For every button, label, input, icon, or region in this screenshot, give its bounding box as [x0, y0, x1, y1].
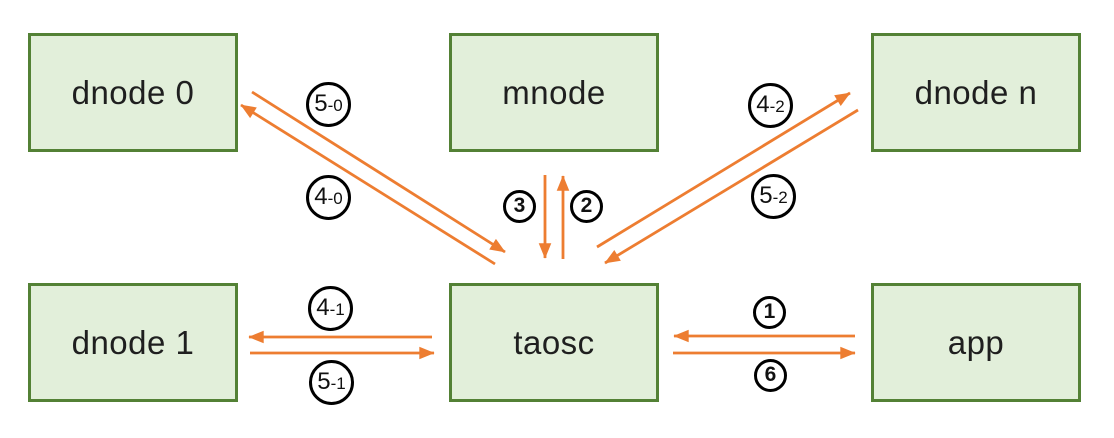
edge-label-sub: -2 [772, 188, 788, 207]
node-taosc: taosc [449, 283, 659, 402]
edge-label-main: 5 [314, 90, 328, 117]
edge-label-sub: -1 [330, 374, 346, 393]
edge-label-main: 1 [763, 300, 776, 323]
edge-label-6: 6 [754, 359, 787, 392]
edge-label-sub: -0 [327, 189, 343, 208]
node-label: mnode [502, 73, 606, 111]
edge-label-main: 5 [759, 182, 773, 209]
edge-label-4-1: 4-1 [308, 286, 353, 331]
edge-label-1: 1 [753, 296, 786, 329]
arrow-5-2 [604, 108, 859, 265]
node-label: dnode 0 [71, 73, 195, 111]
arrow-4-0 [240, 103, 496, 266]
edge-label-main: 3 [513, 194, 526, 217]
edge-label-sub: -1 [329, 300, 345, 319]
node-dnode1: dnode 1 [28, 283, 238, 402]
arrow-5-0 [251, 90, 506, 254]
node-label: taosc [513, 323, 595, 361]
edge-label-main: 4 [756, 91, 770, 118]
edge-label-main: 5 [317, 368, 331, 395]
edge-label-sub: -2 [769, 97, 785, 116]
edge-label-main: 4 [316, 294, 330, 321]
node-label: dnode n [914, 73, 1038, 111]
edge-label-main: 2 [580, 194, 593, 217]
arrow-4-2 [596, 91, 851, 249]
edge-label-main: 4 [314, 183, 328, 210]
edge-label-4-0: 4-0 [306, 175, 351, 220]
edge-label-5-2: 5-2 [751, 174, 796, 219]
node-dnoden: dnode n [871, 33, 1081, 152]
node-dnode0: dnode 0 [28, 33, 238, 152]
node-app: app [871, 283, 1081, 402]
edge-label-3: 3 [503, 190, 536, 223]
node-mnode: mnode [449, 33, 659, 152]
edge-label-main: 6 [764, 363, 777, 386]
edge-label-2: 2 [570, 190, 603, 223]
edge-label-5-1: 5-1 [309, 360, 354, 405]
edge-label-sub: -0 [327, 96, 343, 115]
edge-label-5-0: 5-0 [306, 82, 351, 127]
node-label: app [947, 323, 1005, 361]
edge-label-4-2: 4-2 [748, 83, 793, 128]
node-label: dnode 1 [71, 323, 195, 361]
